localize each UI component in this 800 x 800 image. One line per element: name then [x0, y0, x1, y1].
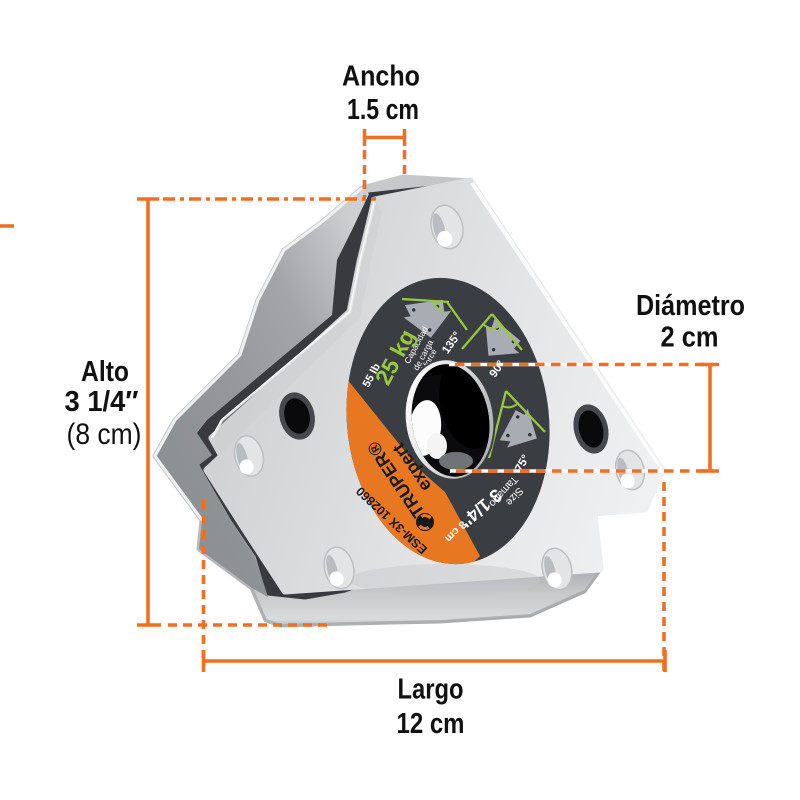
svg-text:1.5 cm: 1.5 cm — [347, 94, 419, 126]
svg-text:3 1/4″: 3 1/4″ — [65, 386, 139, 418]
svg-text:Largo: Largo — [398, 674, 464, 706]
svg-text:Diámetro: Diámetro — [636, 290, 745, 322]
svg-text:(8 cm): (8 cm) — [67, 418, 142, 451]
svg-text:2 cm: 2 cm — [661, 322, 719, 354]
svg-text:Ancho: Ancho — [342, 61, 420, 93]
svg-text:Alto: Alto — [81, 356, 129, 388]
svg-text:12 cm: 12 cm — [397, 708, 465, 740]
